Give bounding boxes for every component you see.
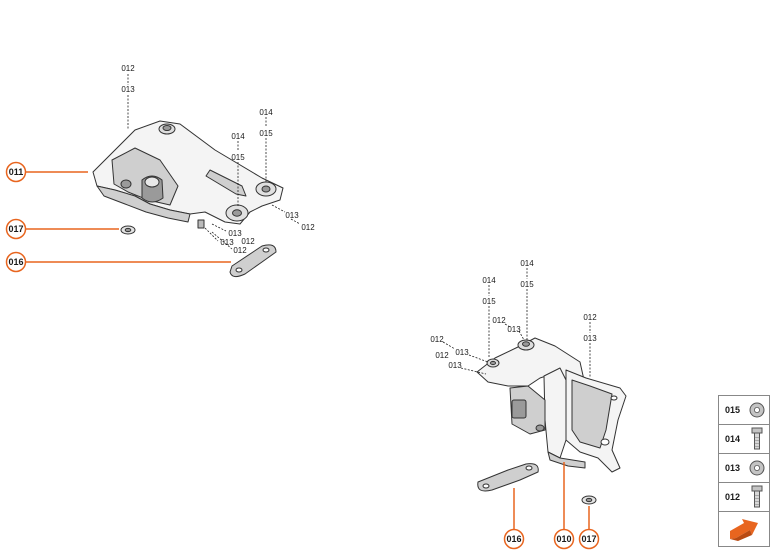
legend-row-015[interactable]: 015 xyxy=(719,396,769,425)
legend-row-012[interactable]: 012 xyxy=(719,483,769,512)
svg-text:011: 011 xyxy=(9,167,24,177)
bolt-icon xyxy=(749,485,765,508)
washer-icon xyxy=(749,457,765,479)
legend-code: 012 xyxy=(725,492,741,502)
label-012: 012 xyxy=(121,64,135,73)
label-013: 013 xyxy=(228,229,242,238)
label-013: 013 xyxy=(583,334,597,343)
callout-016-right[interactable]: 016 xyxy=(503,488,525,550)
callout-016-left[interactable]: 016 xyxy=(5,251,232,273)
engine-mount-bracket-011[interactable] xyxy=(92,120,284,229)
svg-text:017: 017 xyxy=(8,224,23,234)
callout-017-right[interactable]: 017 xyxy=(578,506,600,550)
label-014: 014 xyxy=(482,276,496,285)
parts-legend: 015 014 013 012 xyxy=(718,395,770,547)
orange-arrow-icon[interactable] xyxy=(719,512,769,546)
label-012: 012 xyxy=(435,351,449,360)
label-013: 013 xyxy=(220,238,234,247)
callout-011[interactable]: 011 xyxy=(5,161,89,183)
label-012: 012 xyxy=(301,223,315,232)
legend-code: 013 xyxy=(725,463,741,473)
label-013: 013 xyxy=(507,325,521,334)
label-012: 012 xyxy=(583,313,597,322)
plate-016-right[interactable] xyxy=(477,463,539,492)
label-013: 013 xyxy=(285,211,299,220)
legend-row-014[interactable]: 014 xyxy=(719,425,769,454)
label-012: 012 xyxy=(241,237,255,246)
label-015: 015 xyxy=(231,153,245,162)
engine-mount-bracket-010[interactable] xyxy=(476,337,627,473)
svg-text:017: 017 xyxy=(581,534,596,544)
label-015: 015 xyxy=(482,297,496,306)
washer-icon xyxy=(749,399,765,421)
svg-text:016: 016 xyxy=(506,534,521,544)
label-015: 015 xyxy=(520,280,534,289)
label-014: 014 xyxy=(259,108,273,117)
label-015: 015 xyxy=(259,129,273,138)
label-012: 012 xyxy=(492,316,506,325)
bolt-icon xyxy=(749,427,765,450)
label-012: 012 xyxy=(430,335,444,344)
label-014: 014 xyxy=(520,259,534,268)
legend-row-013[interactable]: 013 xyxy=(719,454,769,483)
svg-text:016: 016 xyxy=(8,257,23,267)
label-012: 012 xyxy=(233,246,247,255)
callout-017-left[interactable]: 017 xyxy=(5,218,120,240)
label-013: 013 xyxy=(121,85,135,94)
legend-code: 015 xyxy=(725,405,741,415)
svg-text:010: 010 xyxy=(556,534,571,544)
label-013: 013 xyxy=(448,361,462,370)
label-013: 013 xyxy=(455,348,469,357)
label-014: 014 xyxy=(231,132,245,141)
callout-010[interactable]: 010 xyxy=(553,462,575,550)
legend-code: 014 xyxy=(725,434,741,444)
